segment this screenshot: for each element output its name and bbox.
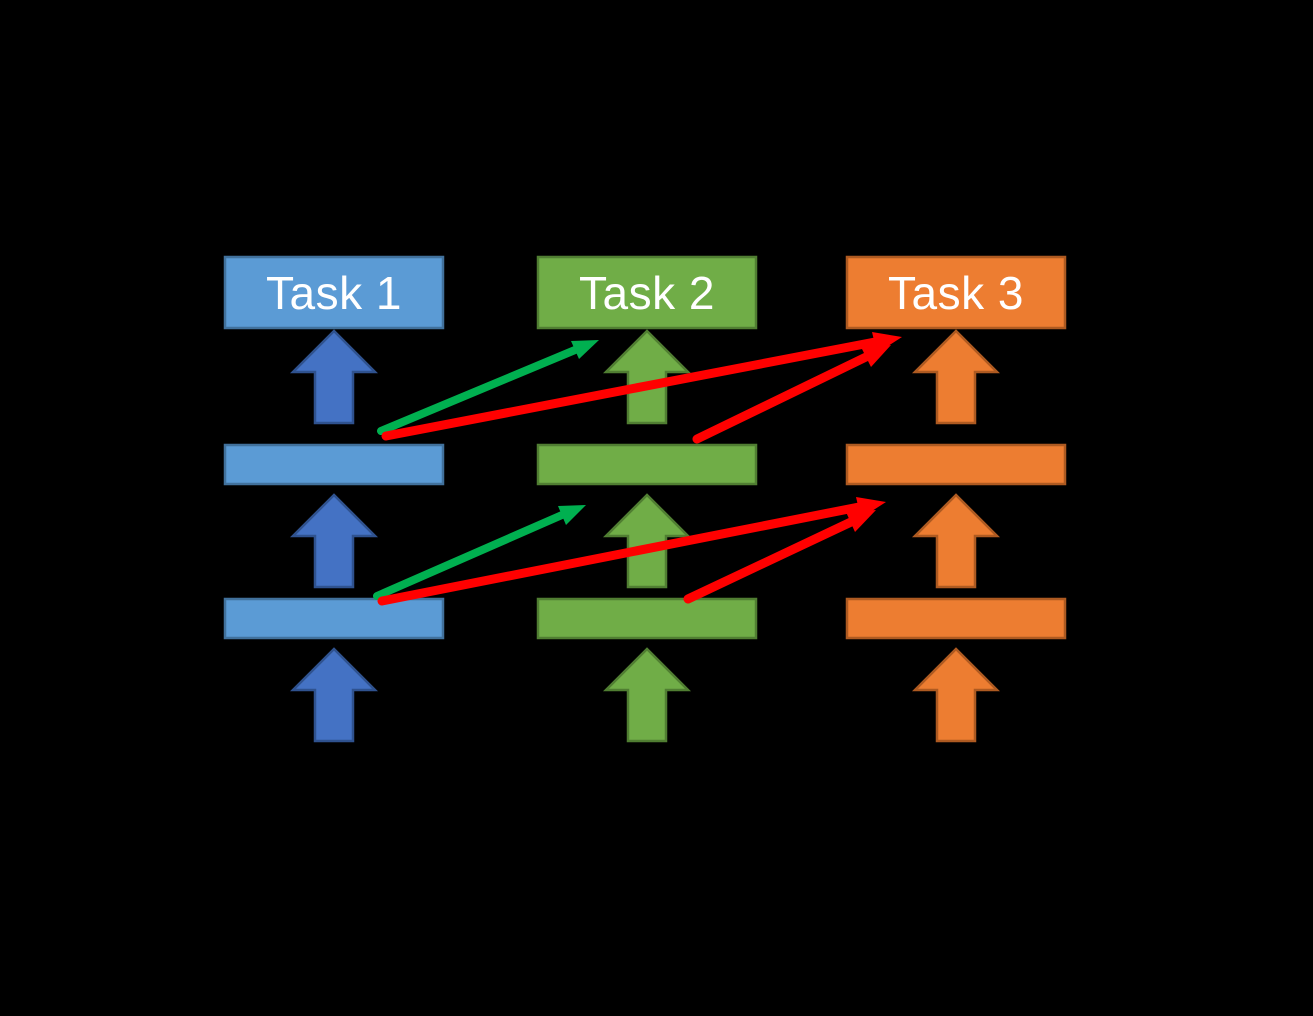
task3-up-arrow-bottom xyxy=(911,647,1001,743)
task3-header-box xyxy=(845,255,1067,330)
task2-up-arrow-middle xyxy=(602,493,692,589)
transfer-arrow-head xyxy=(571,340,599,359)
task1-layer1-bar xyxy=(223,443,445,486)
column-task3: Task 3 xyxy=(845,255,1067,743)
transfer-arrow-head xyxy=(861,345,891,367)
task2-header-box xyxy=(536,255,758,330)
transfer-arrow-line xyxy=(692,352,871,444)
transfer-arrow-head xyxy=(846,510,876,532)
task1-header-label: Task 1 xyxy=(266,267,402,319)
task1-layer2-bar xyxy=(223,597,445,640)
transfer-arrow-line xyxy=(377,346,579,435)
task2-up-arrow-bottom xyxy=(602,647,692,743)
transfer-arrow-line xyxy=(683,517,856,604)
task1-header-box xyxy=(223,255,445,330)
transfer-arrow-head xyxy=(558,505,586,525)
transfer-arrow-red-task2-layer1-to-task3-header xyxy=(692,345,891,444)
task3-up-arrow-middle xyxy=(911,493,1001,589)
column-task1: Task 1 xyxy=(223,255,445,743)
transfer-arrow-red-task2-layer2-to-task3-layer1 xyxy=(683,510,876,604)
task2-layer2-bar xyxy=(536,597,758,640)
task3-up-arrow-top xyxy=(911,329,1001,425)
task2-header-label: Task 2 xyxy=(579,267,715,319)
task1-up-arrow-top xyxy=(289,329,379,425)
transfer-arrow-line xyxy=(373,511,566,600)
column-task2: Task 2 xyxy=(536,255,758,743)
task3-layer1-bar xyxy=(845,443,1067,486)
transfer-arrow-green-task1-layer2-to-task2-layer1 xyxy=(373,505,586,600)
transfer-arrow-line xyxy=(381,337,880,441)
task2-up-arrow-top xyxy=(602,329,692,425)
transfer-arrow-line xyxy=(377,502,864,606)
task1-up-arrow-middle xyxy=(289,493,379,589)
task1-up-arrow-bottom xyxy=(289,647,379,743)
transfer-arrows xyxy=(373,332,902,606)
transfer-arrow-green-task1-layer1-to-task2-header xyxy=(377,340,599,435)
task3-header-label: Task 3 xyxy=(888,267,1024,319)
task2-layer1-bar xyxy=(536,443,758,486)
task3-layer2-bar xyxy=(845,597,1067,640)
